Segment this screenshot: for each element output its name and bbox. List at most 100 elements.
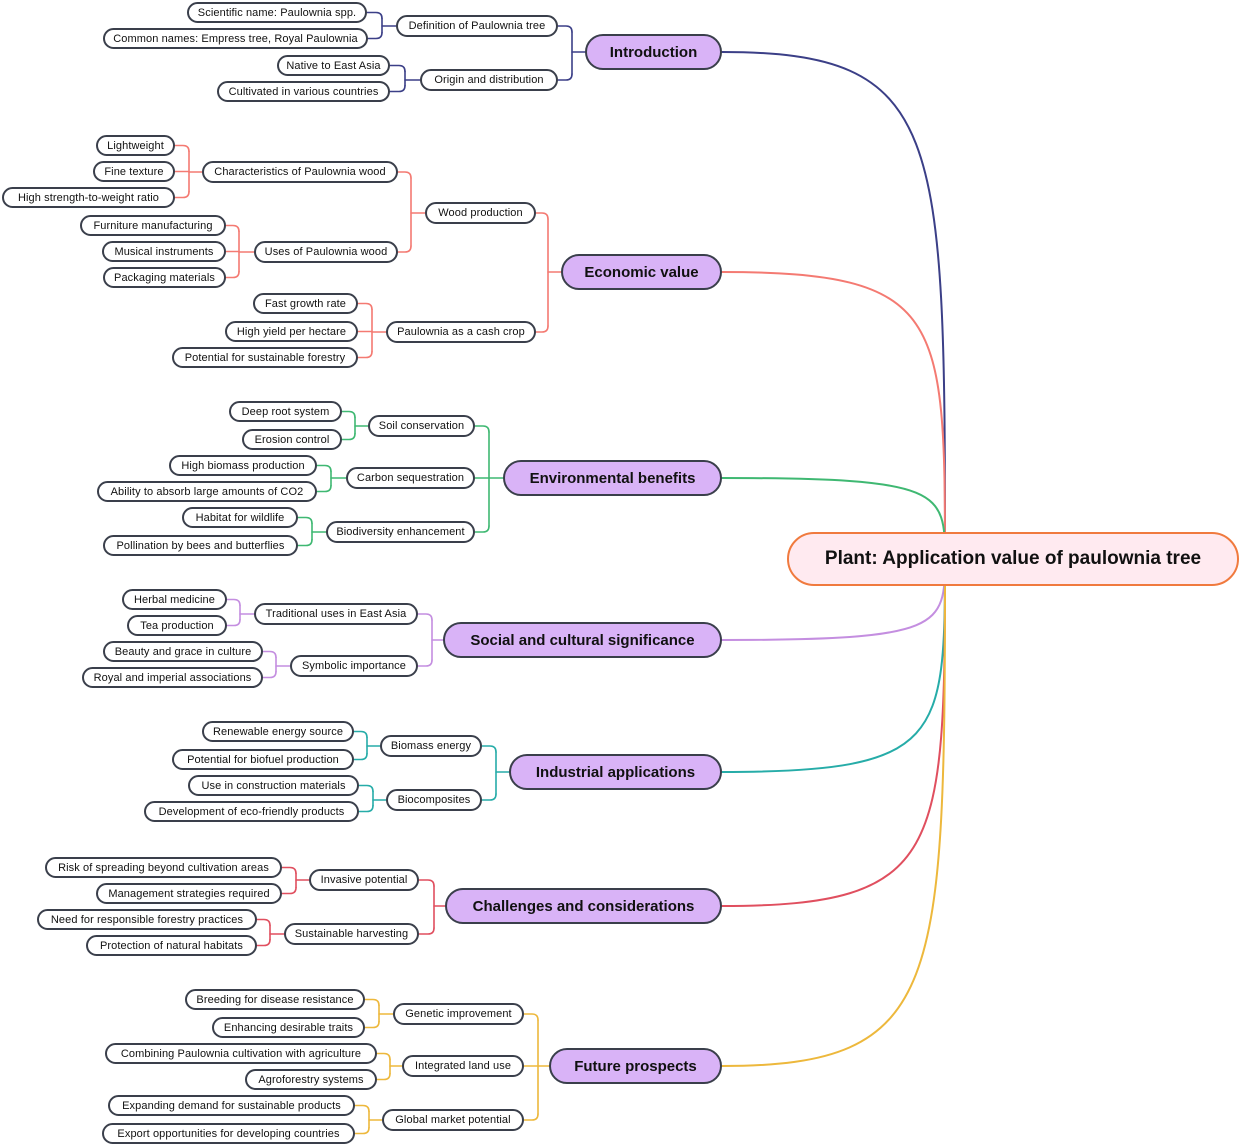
connector-5-1-link-0 — [256, 918, 271, 927]
connector-0-link-1 — [557, 73, 573, 81]
topic-fine-texture[interactable]: Fine texture — [93, 161, 175, 182]
topic-combining-paulownia-cultivation-with-agriculture[interactable]: Combining Paulownia cultivation with agr… — [105, 1043, 377, 1064]
connector-6-0-link-0 — [364, 998, 380, 1007]
connector-2-0-link-0 — [341, 410, 356, 419]
connector-3-0-link-1 — [226, 618, 241, 627]
connector-0-0-link-0 — [366, 11, 383, 20]
connector-1-1-link-0 — [357, 302, 373, 311]
topic-need-for-responsible-forestry-practices[interactable]: Need for responsible forestry practices — [37, 909, 257, 930]
connector-3-link-1 — [417, 659, 433, 667]
topic-genetic-improvement[interactable]: Genetic improvement — [393, 1003, 524, 1025]
topic-protection-of-natural-habitats[interactable]: Protection of natural habitats — [86, 935, 257, 956]
branch-challenges-and-considerations[interactable]: Challenges and considerations — [445, 888, 722, 924]
topic-royal-and-imperial-associations[interactable]: Royal and imperial associations — [82, 667, 263, 688]
topic-common-names-empress-tree-royal-paulownia[interactable]: Common names: Empress tree, Royal Paulow… — [103, 28, 368, 49]
branch-future-prospects[interactable]: Future prospects — [549, 1048, 722, 1084]
connector-6-1-link-0 — [376, 1052, 391, 1061]
connector-4-0-link-1 — [353, 752, 368, 761]
branch-introduction[interactable]: Introduction — [585, 34, 722, 70]
topic-beauty-and-grace-in-culture[interactable]: Beauty and grace in culture — [103, 641, 263, 662]
topic-paulownia-as-a-cash-crop[interactable]: Paulownia as a cash crop — [386, 321, 536, 343]
connector-6-2-link-0 — [354, 1104, 370, 1113]
connector-1-0-link-0 — [397, 171, 412, 179]
topic-origin-and-distribution[interactable]: Origin and distribution — [420, 69, 558, 91]
topic-wood-production[interactable]: Wood production — [425, 202, 536, 224]
topic-high-biomass-production[interactable]: High biomass production — [169, 455, 317, 476]
topic-native-to-east-asia[interactable]: Native to East Asia — [277, 55, 390, 76]
topic-characteristics-of-paulownia-wood[interactable]: Characteristics of Paulownia wood — [202, 161, 398, 183]
connector-1-1-link-2 — [357, 350, 373, 359]
connector-5-0-link-0 — [281, 866, 297, 875]
connector-4-1-link-0 — [358, 784, 374, 793]
connector-0-1-link-0 — [389, 64, 406, 73]
topic-risk-of-spreading-beyond-cultivation-areas[interactable]: Risk of spreading beyond cultivation are… — [45, 857, 282, 878]
topic-tea-production[interactable]: Tea production — [127, 615, 227, 636]
connector-2-1-link-0 — [316, 464, 332, 473]
topic-enhancing-desirable-traits[interactable]: Enhancing desirable traits — [212, 1017, 365, 1038]
topic-management-strategies-required[interactable]: Management strategies required — [96, 883, 282, 904]
connector-6-2-link-1 — [354, 1126, 370, 1135]
branch-curve-future-prospects — [721, 558, 946, 1067]
topic-fast-growth-rate[interactable]: Fast growth rate — [253, 293, 358, 314]
topic-habitat-for-wildlife[interactable]: Habitat for wildlife — [182, 507, 298, 528]
connector-1-link-0 — [535, 212, 549, 220]
topic-agroforestry-systems[interactable]: Agroforestry systems — [245, 1069, 377, 1090]
topic-soil-conservation[interactable]: Soil conservation — [368, 415, 475, 437]
topic-pollination-by-bees-and-butterflies[interactable]: Pollination by bees and butterflies — [103, 535, 298, 556]
connector-6-0-link-1 — [364, 1020, 380, 1029]
topic-herbal-medicine[interactable]: Herbal medicine — [122, 589, 227, 610]
topic-expanding-demand-for-sustainable-products[interactable]: Expanding demand for sustainable product… — [108, 1095, 355, 1116]
topic-integrated-land-use[interactable]: Integrated land use — [402, 1055, 524, 1077]
branch-industrial-applications[interactable]: Industrial applications — [509, 754, 722, 790]
topic-biodiversity-enhancement[interactable]: Biodiversity enhancement — [326, 521, 475, 543]
topic-erosion-control[interactable]: Erosion control — [242, 429, 342, 450]
topic-sustainable-harvesting[interactable]: Sustainable harvesting — [284, 923, 419, 945]
topic-development-of-eco-friendly-products[interactable]: Development of eco-friendly products — [144, 801, 359, 822]
connector-1-link-1 — [535, 325, 549, 333]
topic-use-in-construction-materials[interactable]: Use in construction materials — [188, 775, 359, 796]
topic-high-strength-to-weight-ratio[interactable]: High strength-to-weight ratio — [2, 187, 175, 208]
topic-lightweight[interactable]: Lightweight — [96, 135, 175, 156]
connector-5-0-link-1 — [281, 886, 297, 895]
topic-furniture-manufacturing[interactable]: Furniture manufacturing — [80, 215, 226, 236]
connector-3-0-link-0 — [226, 598, 241, 607]
branch-environmental-benefits[interactable]: Environmental benefits — [503, 460, 722, 496]
branch-curve-introduction — [721, 51, 946, 560]
topic-carbon-sequestration[interactable]: Carbon sequestration — [346, 467, 475, 489]
topic-global-market-potential[interactable]: Global market potential — [382, 1109, 524, 1131]
topic-biocomposites[interactable]: Biocomposites — [386, 789, 482, 811]
topic-potential-for-biofuel-production[interactable]: Potential for biofuel production — [172, 749, 354, 770]
connector-3-link-0 — [417, 613, 433, 621]
branch-social-and-cultural-significance[interactable]: Social and cultural significance — [443, 622, 722, 658]
topic-musical-instruments[interactable]: Musical instruments — [102, 241, 226, 262]
connector-1-0-1-link-2 — [225, 270, 240, 279]
connector-6-link-2 — [523, 1113, 539, 1121]
topic-definition-of-paulownia-tree[interactable]: Definition of Paulownia tree — [396, 15, 558, 37]
connector-5-1-link-1 — [256, 938, 271, 947]
branch-economic-value[interactable]: Economic value — [561, 254, 722, 290]
topic-breeding-for-disease-resistance[interactable]: Breeding for disease resistance — [185, 989, 365, 1010]
topic-traditional-uses-in-east-asia[interactable]: Traditional uses in East Asia — [254, 603, 418, 625]
topic-high-yield-per-hectare[interactable]: High yield per hectare — [225, 321, 358, 342]
connector-3-1-link-0 — [262, 650, 277, 659]
topic-export-opportunities-for-developing-countries[interactable]: Export opportunities for developing coun… — [102, 1123, 355, 1144]
topic-invasive-potential[interactable]: Invasive potential — [309, 869, 419, 891]
root-topic[interactable]: Plant: Application value of paulownia tr… — [787, 532, 1239, 586]
connector-2-2-link-0 — [297, 516, 313, 525]
topic-biomass-energy[interactable]: Biomass energy — [380, 735, 482, 757]
topic-scientific-name-paulownia-spp[interactable]: Scientific name: Paulownia spp. — [187, 2, 367, 23]
topic-symbolic-importance[interactable]: Symbolic importance — [290, 655, 418, 677]
connector-4-link-1 — [481, 793, 497, 801]
topic-ability-to-absorb-large-amounts-of-co2[interactable]: Ability to absorb large amounts of CO2 — [97, 481, 317, 502]
topic-packaging-materials[interactable]: Packaging materials — [103, 267, 226, 288]
connector-3-1-link-1 — [262, 670, 277, 679]
topic-cultivated-in-various-countries[interactable]: Cultivated in various countries — [217, 81, 390, 102]
connector-5-link-1 — [418, 927, 435, 935]
topic-potential-for-sustainable-forestry[interactable]: Potential for sustainable forestry — [172, 347, 358, 368]
topic-uses-of-paulownia-wood[interactable]: Uses of Paulownia wood — [254, 241, 398, 263]
topic-renewable-energy-source[interactable]: Renewable energy source — [202, 721, 354, 742]
topic-deep-root-system[interactable]: Deep root system — [229, 401, 342, 422]
connector-2-link-0 — [474, 425, 490, 433]
